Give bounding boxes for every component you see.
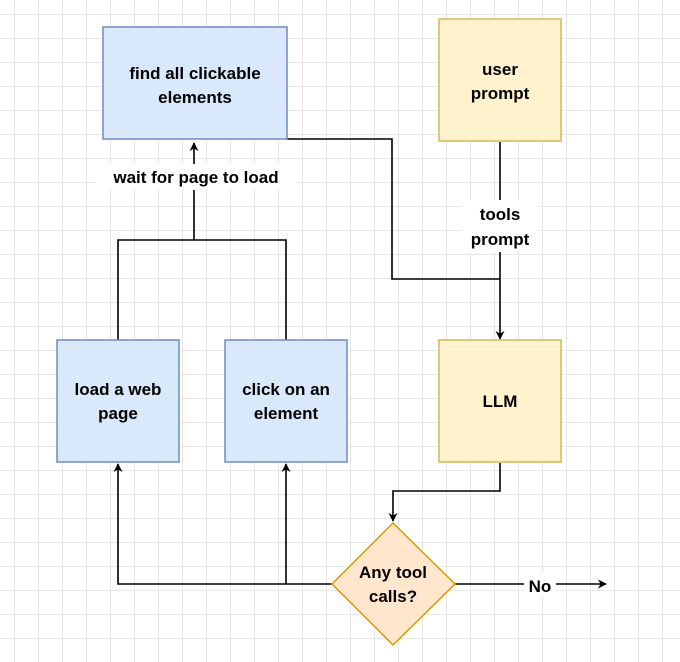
edge-label-wait-text: wait for page to load xyxy=(112,168,278,187)
edge-label-wait: wait for page to load xyxy=(96,164,296,190)
node-decision-shape xyxy=(330,521,457,647)
node-decision: Any tool calls? xyxy=(330,521,457,647)
edge-decision-to-load xyxy=(113,463,332,585)
edge-label-tools-prompt: tools prompt xyxy=(462,200,538,252)
edge-find-to-llm xyxy=(287,138,500,280)
node-load-page-shape xyxy=(56,339,180,463)
edge-llm-to-decision xyxy=(388,463,501,522)
edge-label-tools-prompt-line-1: tools xyxy=(480,205,521,224)
node-user-prompt-line-2: prompt xyxy=(471,84,530,103)
edge-label-tools-prompt-line-2: prompt xyxy=(471,230,530,249)
node-llm: LLM xyxy=(438,339,562,463)
node-find-elements-shape xyxy=(102,26,288,140)
edge-label-no: No xyxy=(524,573,556,597)
node-user-prompt: user prompt xyxy=(438,18,562,142)
node-llm-shape xyxy=(438,339,562,463)
node-user-prompt-line-1: user xyxy=(482,60,518,79)
node-load-page: load a web page xyxy=(56,339,180,463)
node-load-page-line-2: page xyxy=(98,404,138,423)
edge-load-to-merge xyxy=(117,239,287,340)
node-click-element-shape xyxy=(224,339,348,463)
node-llm-label: LLM xyxy=(483,392,518,411)
node-click-element-line-1: click on an xyxy=(242,380,330,399)
node-decision-line-2: calls? xyxy=(369,587,417,606)
node-find-elements: find all clickable elements xyxy=(102,26,288,140)
node-decision-line-1: Any tool xyxy=(359,563,427,582)
node-click-element-line-2: element xyxy=(254,404,319,423)
node-user-prompt-shape xyxy=(438,18,562,142)
node-find-elements-line-1: find all clickable xyxy=(129,64,260,83)
node-load-page-line-1: load a web xyxy=(75,380,162,399)
edge-label-no-text: No xyxy=(529,577,552,596)
node-find-elements-line-2: elements xyxy=(158,88,232,107)
node-click-element: click on an element xyxy=(224,339,348,463)
